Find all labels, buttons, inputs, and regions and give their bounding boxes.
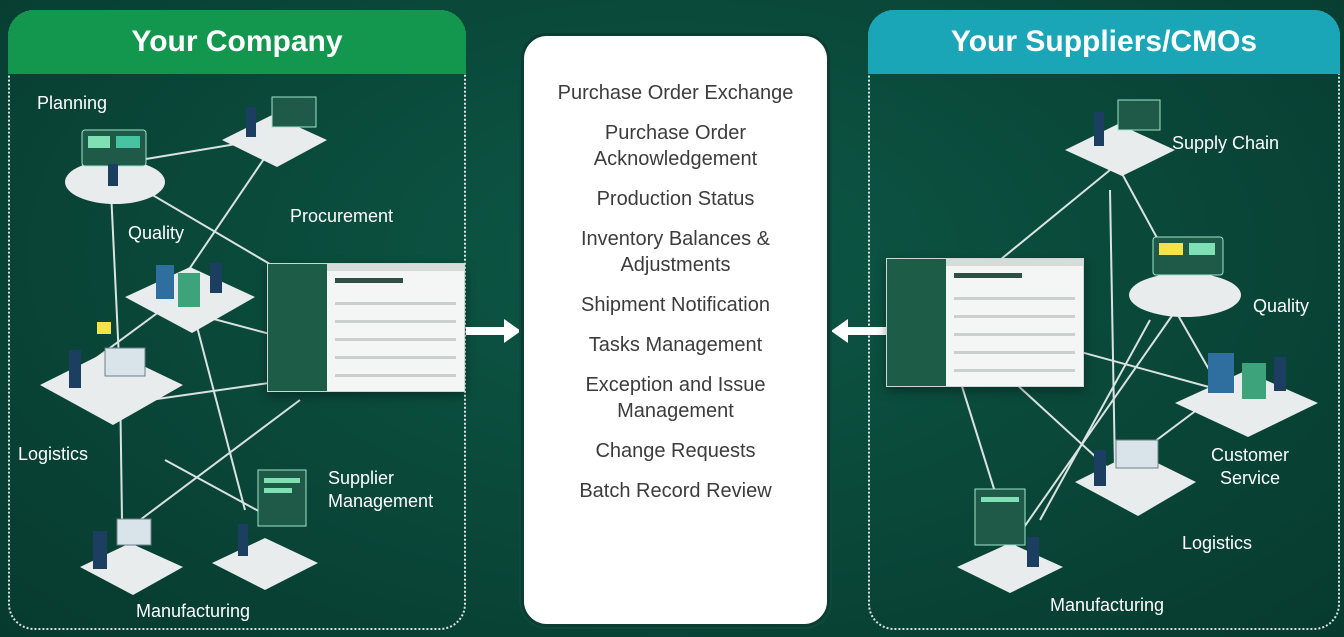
customer-service-workstation-icon xyxy=(1175,353,1318,437)
list-item: Batch Record Review xyxy=(579,480,772,502)
node-planning: Planning xyxy=(37,93,108,113)
right-app-screenshot-icon xyxy=(886,258,1084,387)
node-quality: Quality xyxy=(1253,296,1310,316)
list-item: Purchase Order Acknowledgement xyxy=(593,122,758,170)
node-customer-service: Customer Service xyxy=(1210,445,1290,488)
logistics-workstation-icon xyxy=(40,322,183,425)
your-suppliers-panel: Your Suppliers/CMOs xyxy=(868,10,1340,630)
node-manufacturing: Manufacturing xyxy=(1050,595,1165,615)
procurement-workstation-icon xyxy=(222,96,327,167)
quality-workstation-icon xyxy=(1129,236,1241,317)
node-manufacturing: Manufacturing xyxy=(136,601,251,621)
node-quality: Quality xyxy=(128,223,185,243)
your-company-panel: Your Company xyxy=(8,10,466,630)
node-supplier-management: Supplier Management xyxy=(328,468,434,511)
supplier-management-workstation-icon xyxy=(212,469,318,590)
list-item: Inventory Balances & Adjustments xyxy=(581,228,770,276)
logistics-workstation-icon xyxy=(1075,439,1196,516)
node-logistics: Logistics xyxy=(18,444,89,464)
list-item: Shipment Notification xyxy=(581,294,770,316)
quality-workstation-icon xyxy=(125,263,255,333)
list-item: Purchase Order Exchange xyxy=(557,82,794,104)
list-item: Exception and Issue Management xyxy=(585,374,766,422)
arrow-left-icon xyxy=(831,319,886,343)
data-exchange-list: Purchase Order Exchange Purchase Order A… xyxy=(524,36,827,504)
list-item: Tasks Management xyxy=(588,334,763,356)
left-app-screenshot-icon xyxy=(267,263,465,392)
list-item: Change Requests xyxy=(595,440,756,462)
list-item: Production Status xyxy=(596,188,755,210)
your-suppliers-title: Your Suppliers/CMOs xyxy=(868,10,1340,74)
manufacturing-workstation-icon xyxy=(957,488,1063,593)
manufacturing-workstation-icon xyxy=(80,518,183,595)
node-logistics: Logistics xyxy=(1182,533,1253,553)
node-procurement: Procurement xyxy=(290,206,394,226)
arrow-right-icon xyxy=(466,319,521,343)
data-exchange-list-panel: Purchase Order Exchange Purchase Order A… xyxy=(521,33,830,627)
your-company-title: Your Company xyxy=(8,10,466,74)
supply-chain-workstation-icon xyxy=(1065,99,1175,176)
planning-workstation-icon xyxy=(65,129,165,204)
node-supply-chain: Supply Chain xyxy=(1172,133,1280,153)
